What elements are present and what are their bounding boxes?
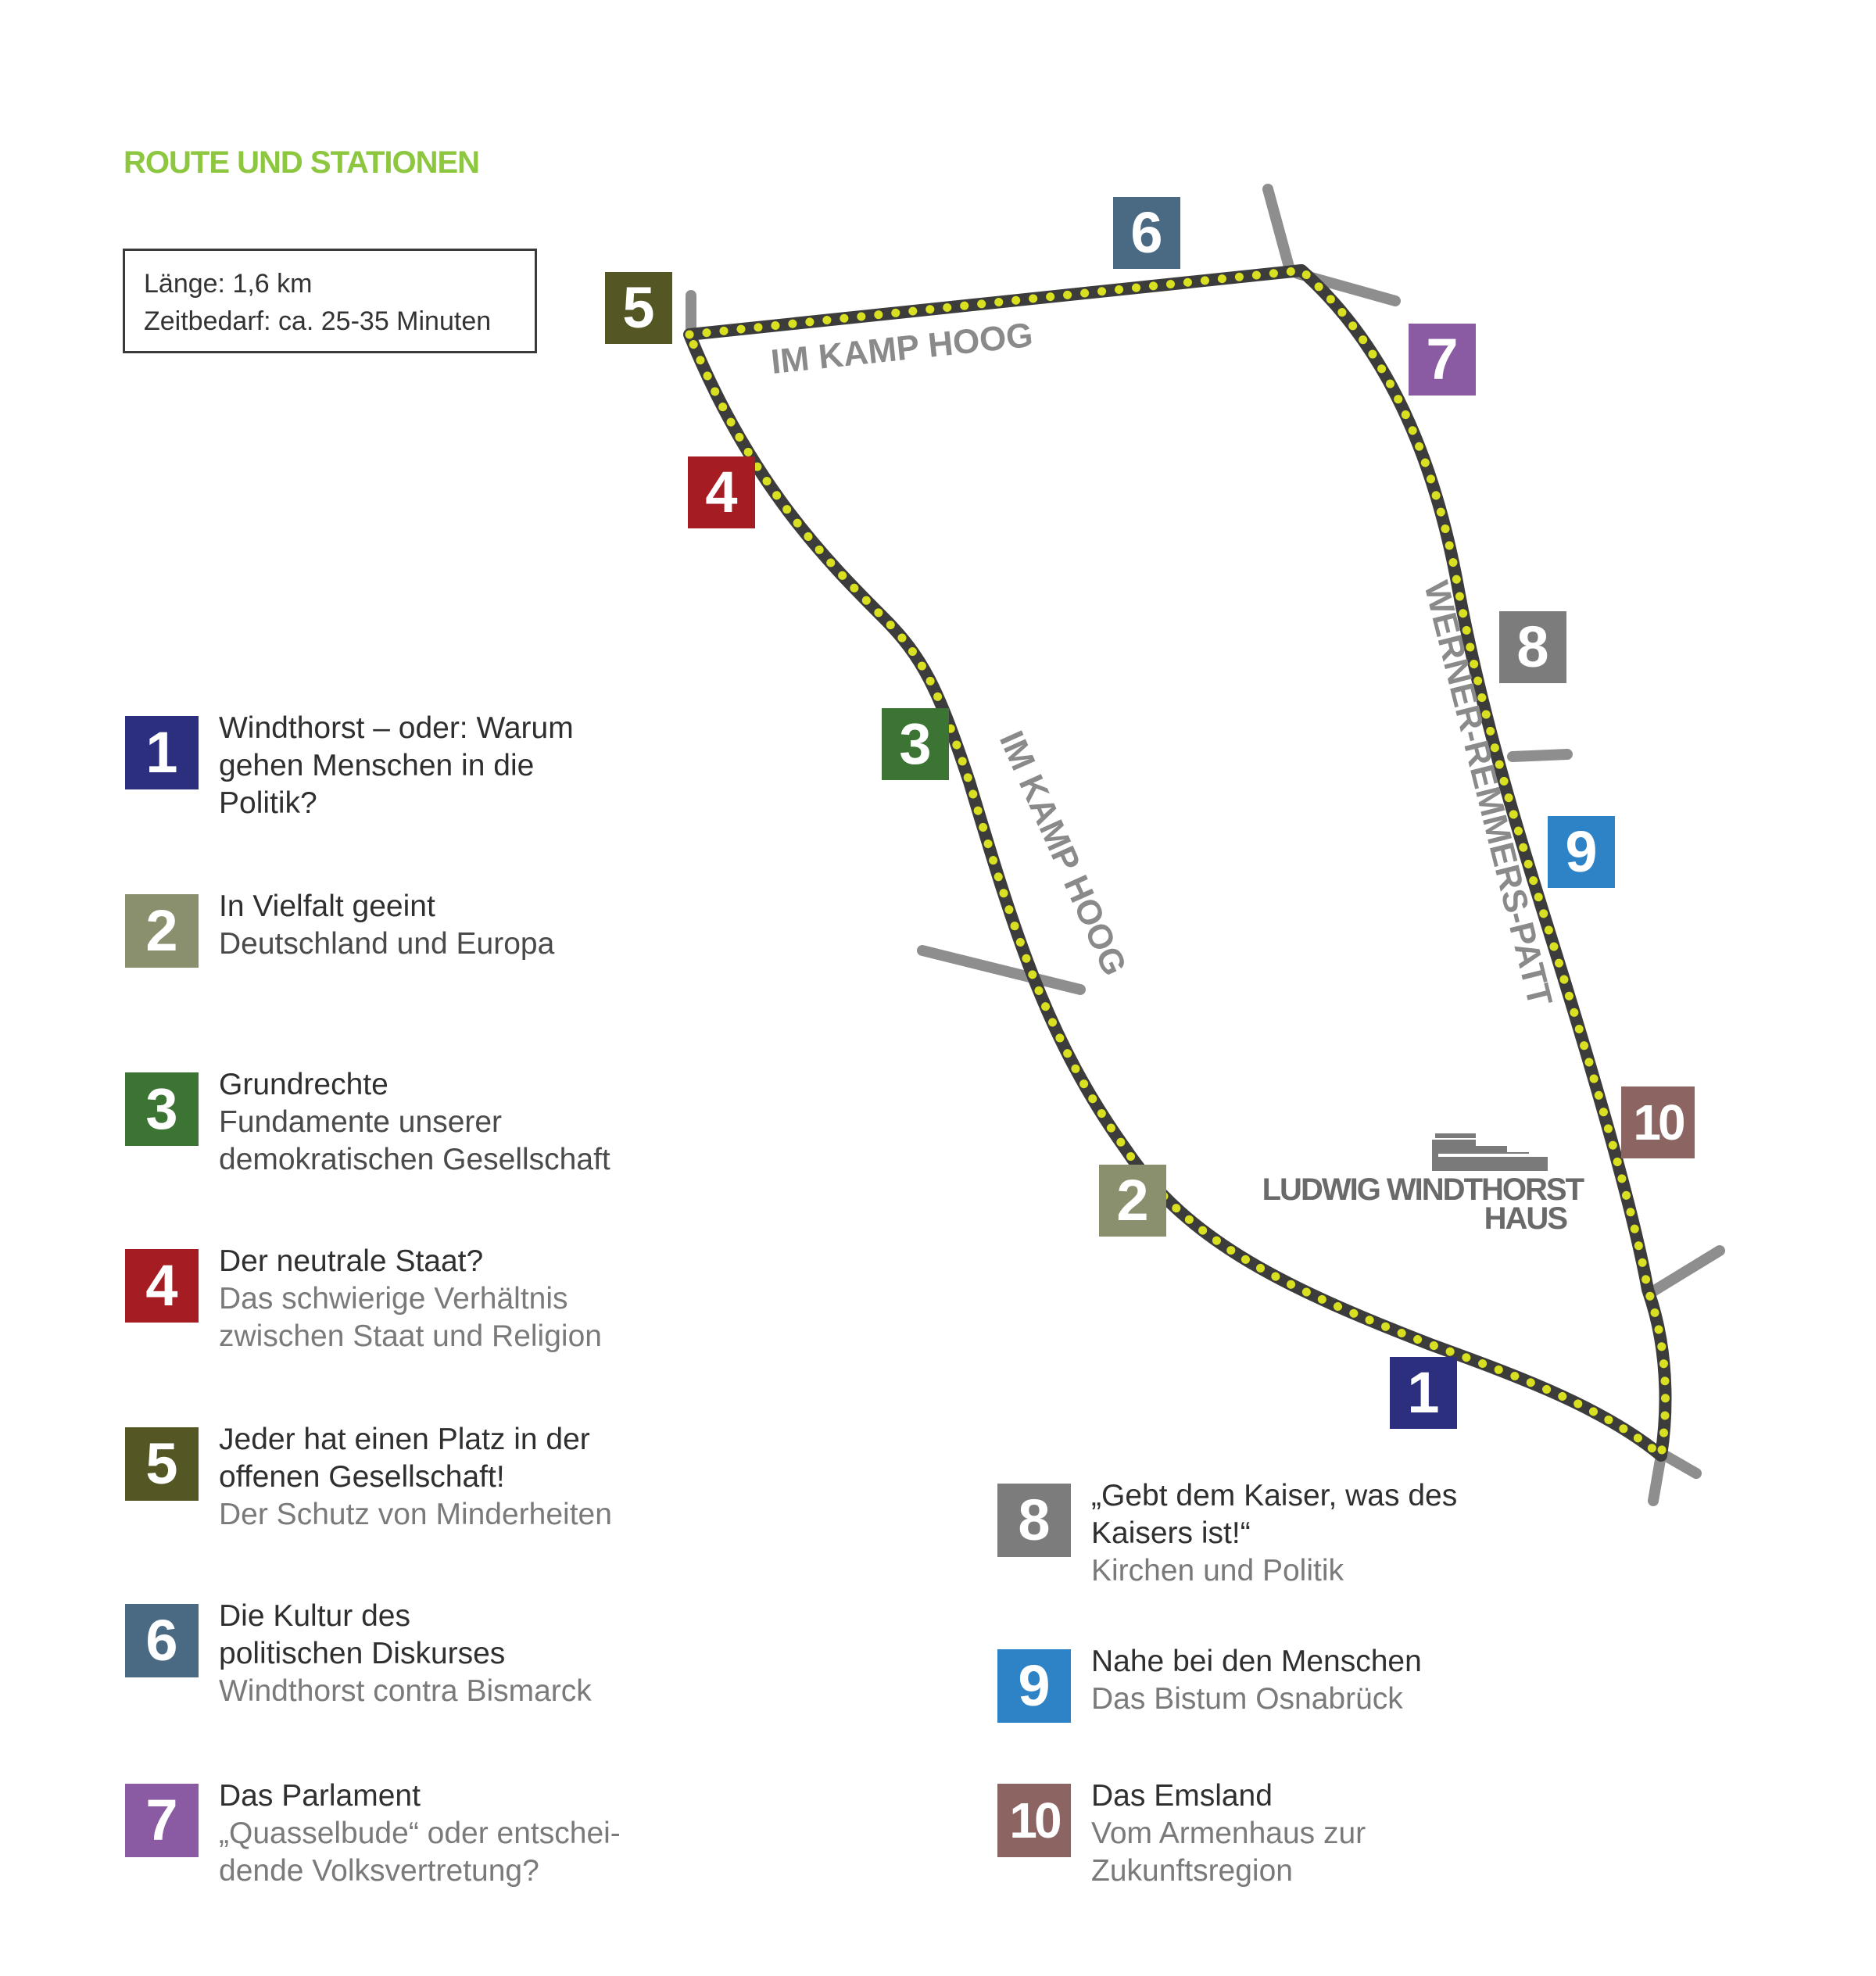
map-badge-2[interactable]: 2 [1099,1165,1166,1237]
legend-title-1: Windthorst – oder: Warum gehen Menschen … [219,711,574,820]
side-road-west [917,945,1086,995]
building-icon [1432,1133,1548,1171]
legend-title-10: Das Emsland [1091,1779,1273,1813]
legend-badge-1: 1 [125,716,199,789]
page-title: ROUTE UND STATIONEN [124,145,480,180]
route-info-box: Länge: 1,6 km Zeitbedarf: ca. 25-35 Minu… [123,249,537,353]
map-badge-7[interactable]: 7 [1409,324,1476,396]
map-badge-5[interactable]: 5 [605,272,672,344]
map-badge-8[interactable]: 8 [1499,611,1566,683]
legend-subtitle-7: „Quasselbude“ oder entschei-dende Volksv… [219,1817,621,1888]
legend-badge-2: 2 [125,894,199,968]
legend-title-2: In Vielfalt geeint [219,890,435,923]
side-road-east [1507,749,1573,762]
side-road-s1 [1648,1450,1667,1506]
route-length: Länge: 1,6 km [144,269,313,299]
legend-title-6: Die Kultur des politischen Diskurses [219,1599,506,1670]
legend-title-4: Der neutrale Staat? [219,1244,484,1278]
map-badge-1[interactable]: 1 [1390,1357,1457,1429]
legend-subtitle-2: Deutschland und Europa [219,927,555,961]
map-badge-3[interactable]: 3 [882,708,949,780]
map-badge-10[interactable]: 10 [1621,1086,1695,1158]
legend-badge-6: 6 [125,1604,199,1677]
logo-line-2: HAUS [1484,1201,1568,1236]
side-road-se [1644,1245,1725,1299]
map-badge-4[interactable]: 4 [688,456,755,528]
logo-line-1: LUDWIG WINDTHORST [1262,1172,1584,1207]
legend-badge-9: 9 [997,1649,1071,1723]
legend-subtitle-9: Das Bistum Osnabrück [1091,1682,1403,1716]
legend-title-8: „Gebt dem Kaiser, was des Kaisers ist!“ [1091,1479,1458,1550]
legend-badge-7: 7 [125,1784,199,1857]
legend-subtitle-10: Vom Armenhaus zur Zukunftsregion [1091,1817,1366,1888]
map-badge-9[interactable]: 9 [1548,816,1615,888]
legend-badge-8: 8 [997,1484,1071,1557]
legend-badge-4: 4 [125,1249,199,1323]
legend-subtitle-4: Das schwierige Verhältnis zwischen Staat… [219,1282,602,1353]
legend-title-5: Jeder hat einen Platz in der offenen Ges… [219,1423,590,1494]
legend-subtitle-8: Kirchen und Politik [1091,1554,1344,1588]
legend-title-7: Das Parlament [219,1779,421,1813]
side-road-ne-1 [1262,184,1295,275]
legend-subtitle-6: Windthorst contra Bismarck [219,1674,592,1708]
legend-title-3: Grundrechte [219,1068,388,1101]
legend-title-9: Nahe bei den Menschen [1091,1645,1422,1678]
legend-subtitle-3: Fundamente unserer demokratischen Gesell… [219,1105,610,1176]
map-badge-6[interactable]: 6 [1113,197,1180,269]
legend-badge-5: 5 [125,1427,199,1501]
route-duration: Zeitbedarf: ca. 25-35 Minuten [144,306,492,336]
legend-badge-3: 3 [125,1072,199,1146]
road-label-west: IM KAMP HOOG [992,725,1134,981]
legend-subtitle-5: Der Schutz von Minderheiten [219,1498,612,1531]
legend-badge-10: 10 [997,1784,1071,1857]
side-road-s2 [1659,1450,1702,1479]
walking-route-dots [683,266,1670,1464]
